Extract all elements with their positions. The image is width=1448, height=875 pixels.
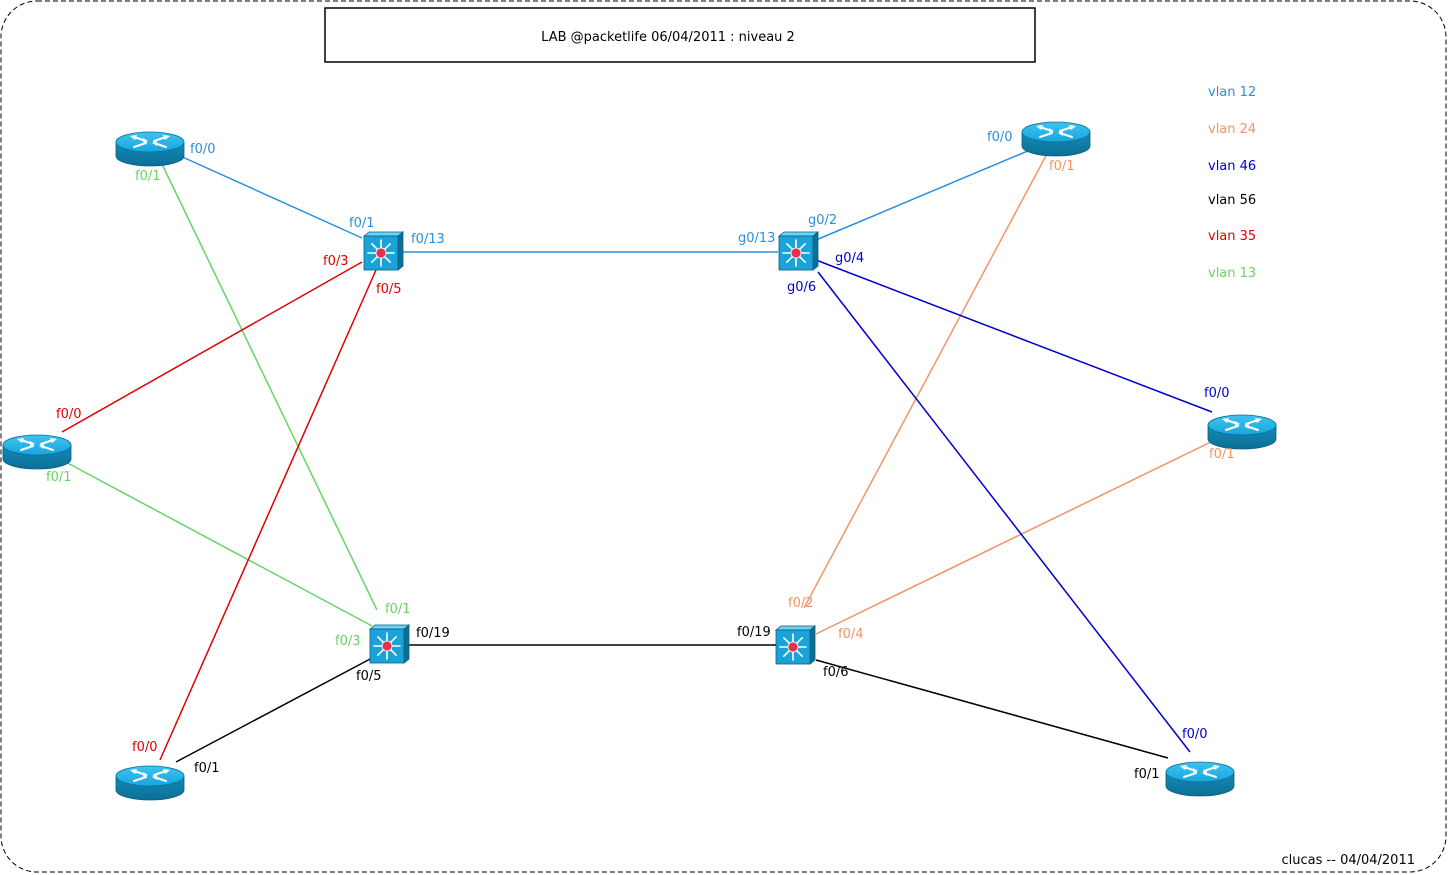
port-label: f0/1 (1134, 767, 1160, 782)
legend-item-vlan-35: vlan 35 (1208, 229, 1256, 244)
router-icon[interactable] (1207, 414, 1277, 450)
port-label: f0/1 (385, 602, 411, 617)
legend-item-vlan-13: vlan 13 (1208, 266, 1256, 281)
multilayer-switch-icon[interactable] (777, 231, 820, 271)
port-label: f0/3 (323, 254, 349, 269)
link-r-bot-right-to-sw-br (815, 659, 1169, 759)
legend-item-vlan-46: vlan 46 (1208, 159, 1256, 174)
port-labels-layer: f0/0 f0/1 f0/1 f0/1 f0/0 f0/3 f0/1 f0/3 f0/0 f0/5… (46, 130, 1235, 782)
port-label: f0/0 (56, 407, 82, 422)
port-label: f0/13 (411, 232, 445, 247)
port-label: f0/2 (788, 596, 814, 611)
port-label: f0/6 (823, 665, 849, 680)
port-label: f0/0 (987, 130, 1013, 145)
link-r-mid-left-to-sw-bl (61, 459, 373, 627)
link-r-bot-right-to-sw-tr (817, 271, 1191, 753)
port-label: f0/19 (737, 625, 771, 640)
legend-item-vlan-12: vlan 12 (1208, 85, 1256, 100)
port-label: f0/1 (135, 169, 161, 184)
multilayer-switch-icon[interactable] (368, 624, 411, 664)
link-r-top-right-to-sw-tr (815, 149, 1031, 241)
port-label: f0/1 (1209, 447, 1235, 462)
link-r-top-left-to-sw-bl (159, 159, 378, 611)
port-label: f0/0 (132, 740, 158, 755)
title-box (324, 7, 1036, 63)
link-r-mid-left-to-sw-tl (61, 261, 363, 433)
router-icon[interactable] (1165, 761, 1235, 797)
port-label: f0/0 (190, 142, 216, 157)
router-icon[interactable] (1021, 121, 1091, 157)
port-label: f0/4 (838, 627, 864, 642)
port-label: f0/0 (1204, 386, 1230, 401)
router-icon[interactable] (2, 434, 72, 470)
port-label: f0/5 (376, 282, 402, 297)
port-label: f0/1 (349, 216, 375, 231)
legend-item-vlan-56: vlan 56 (1208, 193, 1256, 208)
diagram-title: LAB @packetlife 06/04/2011 : niveau 2 (541, 30, 795, 45)
router-icon[interactable] (115, 131, 185, 167)
port-label: g0/4 (835, 251, 864, 266)
nodes-layer (2, 121, 1277, 801)
port-label: g0/6 (787, 280, 816, 295)
link-r-mid-right-to-sw-tr (815, 259, 1213, 413)
vlan-legend: vlan 12 vlan 24 vlan 46 vlan 56 vlan 35 … (1208, 85, 1256, 281)
port-label: f0/3 (335, 634, 361, 649)
link-r-top-right-to-sw-br (803, 151, 1049, 609)
port-label: f0/5 (356, 669, 382, 684)
port-label: f0/0 (1182, 727, 1208, 742)
port-label: g0/13 (738, 231, 775, 246)
links-layer (61, 149, 1216, 763)
port-label: f0/19 (416, 626, 450, 641)
author-footer: clucas -- 04/04/2011 (1282, 853, 1415, 868)
link-r-top-left-to-sw-tl (177, 154, 363, 239)
port-label: g0/2 (808, 213, 837, 228)
multilayer-switch-icon[interactable] (774, 625, 817, 665)
router-icon[interactable] (115, 765, 185, 801)
port-label: f0/1 (1049, 159, 1075, 174)
link-r-mid-right-to-sw-br (815, 439, 1216, 635)
legend-item-vlan-24: vlan 24 (1208, 122, 1256, 137)
link-r-bot-left-to-sw-tl (159, 269, 377, 761)
port-label: f0/1 (194, 761, 220, 776)
port-label: f0/1 (46, 470, 72, 485)
link-r-bot-left-to-sw-bl (175, 657, 373, 763)
multilayer-switch-icon[interactable] (362, 231, 405, 271)
